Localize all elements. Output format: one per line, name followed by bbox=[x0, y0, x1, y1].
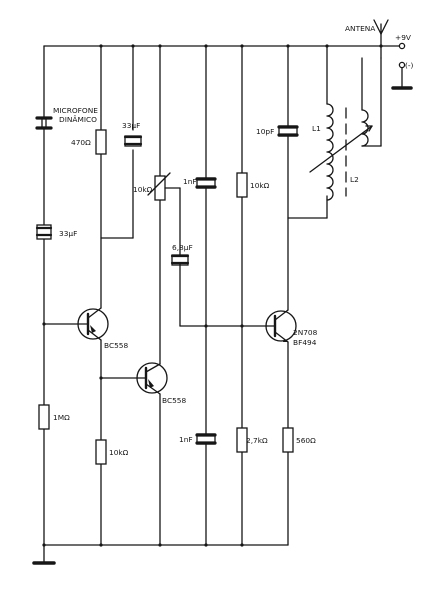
resistor-2k7-label: 2,7kΩ bbox=[246, 436, 268, 445]
coil-l1-label: L1 bbox=[312, 124, 321, 133]
capacitor-1nf-bottom: 1nF bbox=[179, 433, 217, 445]
resistor-10k-q1-emitter-label: 10kΩ bbox=[109, 448, 129, 457]
resistor-10k-bias: 10kΩ bbox=[236, 172, 270, 198]
resistor-470-label: 470Ω bbox=[71, 138, 91, 147]
capacitor-10pf-label: 10pF bbox=[256, 127, 274, 136]
q1-label: BC558 bbox=[104, 341, 129, 350]
capacitor-6u8-label: 6,8µF bbox=[172, 243, 193, 252]
capacitor-1nf-top-label: 1nF bbox=[183, 177, 197, 186]
capacitor-6u8: 6,8µF bbox=[170, 243, 268, 327]
capacitor-10pf: 10pF bbox=[256, 125, 299, 137]
resistor-560: 560Ω bbox=[282, 427, 316, 453]
resistor-470: 470Ω bbox=[71, 129, 107, 155]
resistor-10k-bias-label: 10kΩ bbox=[250, 181, 270, 190]
transistor-q2: BC558 bbox=[100, 362, 187, 546]
resistor-10k-q1-emitter: 10kΩ bbox=[95, 439, 129, 465]
antenna-icon: ANTENA bbox=[345, 19, 389, 47]
trimpot-label: 10kΩ bbox=[133, 185, 153, 194]
capacitor-1nf-bottom-label: 1nF bbox=[179, 435, 193, 444]
q1-collector-branch bbox=[100, 45, 134, 309]
mic-label-line1: MICROFONE bbox=[53, 106, 98, 115]
negative-terminal bbox=[391, 61, 413, 90]
junctions bbox=[42, 44, 383, 547]
coil-l2-label: L2 bbox=[350, 175, 359, 184]
trimpot-10k: 10kΩ bbox=[133, 172, 181, 256]
q2-label: BC558 bbox=[162, 396, 187, 405]
supply-negative-label: (-) bbox=[405, 61, 414, 70]
antenna-label: ANTENA bbox=[345, 24, 375, 33]
resistor-560-label: 560Ω bbox=[296, 436, 316, 445]
coil-l2: L2 bbox=[350, 45, 382, 184]
coupling-capacitor-label: 33µF bbox=[59, 229, 77, 238]
dynamic-microphone: MICROFONE DINÂMICO bbox=[35, 106, 98, 130]
positive-supply-rail bbox=[43, 42, 406, 50]
ground-terminal bbox=[32, 544, 56, 565]
transistor-q3: 2N708 BF494 bbox=[265, 45, 318, 546]
capacitor-1nf-top: 1nF bbox=[183, 177, 217, 189]
resistor-2k7: 2,7kΩ bbox=[236, 427, 268, 453]
mic-label-line2: DINÂMICO bbox=[59, 115, 97, 124]
q3-label-line1: 2N708 bbox=[293, 328, 318, 337]
resistor-1m: 1MΩ bbox=[38, 404, 70, 430]
capacitor-33uf-top: 33µF bbox=[122, 121, 143, 147]
resistor-1m-label: 1MΩ bbox=[53, 413, 70, 422]
coil-l1: L1 bbox=[312, 45, 334, 201]
capacitor-33uf-top-label: 33µF bbox=[122, 121, 140, 130]
feedback-link bbox=[287, 195, 328, 219]
q3-label-line2: BF494 bbox=[293, 338, 317, 347]
transistor-q1: BC558 bbox=[43, 307, 129, 546]
coupling-capacitor-33uf: 33µF bbox=[35, 224, 77, 240]
supply-positive-label: +9V bbox=[395, 33, 411, 42]
